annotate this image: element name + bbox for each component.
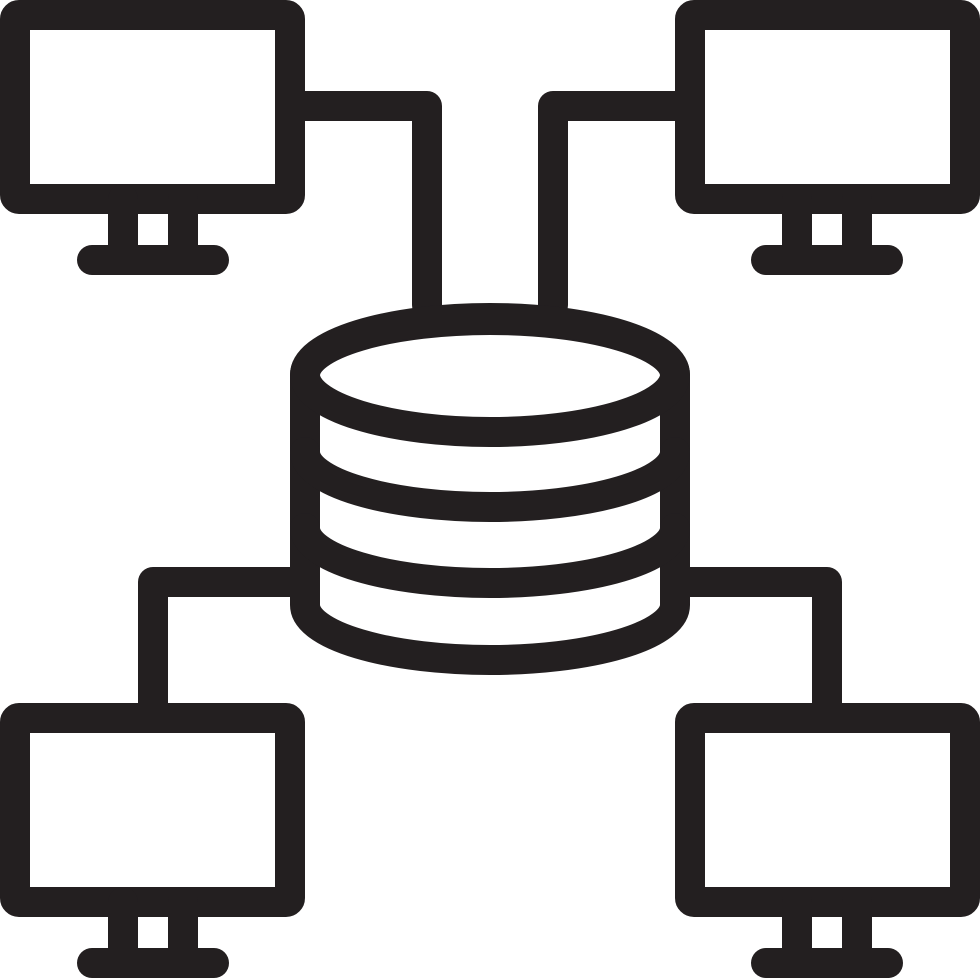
monitor-icon-bottom-left <box>0 703 305 978</box>
monitor-screen <box>0 0 305 214</box>
database-band-1 <box>290 437 690 522</box>
monitor-screen <box>675 703 980 917</box>
connector-top-right <box>538 91 705 320</box>
database-band-2 <box>290 513 690 598</box>
monitor-screen <box>0 703 305 917</box>
monitor-icon-top-left <box>0 0 305 275</box>
database-top <box>290 303 690 447</box>
monitor-icon-bottom-right <box>675 703 980 978</box>
connector-bottom-left <box>138 567 320 733</box>
monitor-screen <box>675 0 980 214</box>
database-cylinder-icon <box>290 303 690 675</box>
connector-top-left <box>275 91 442 320</box>
network-connectors <box>138 91 842 733</box>
monitor-icon-top-right <box>675 0 980 275</box>
connector-bottom-right <box>660 567 842 733</box>
